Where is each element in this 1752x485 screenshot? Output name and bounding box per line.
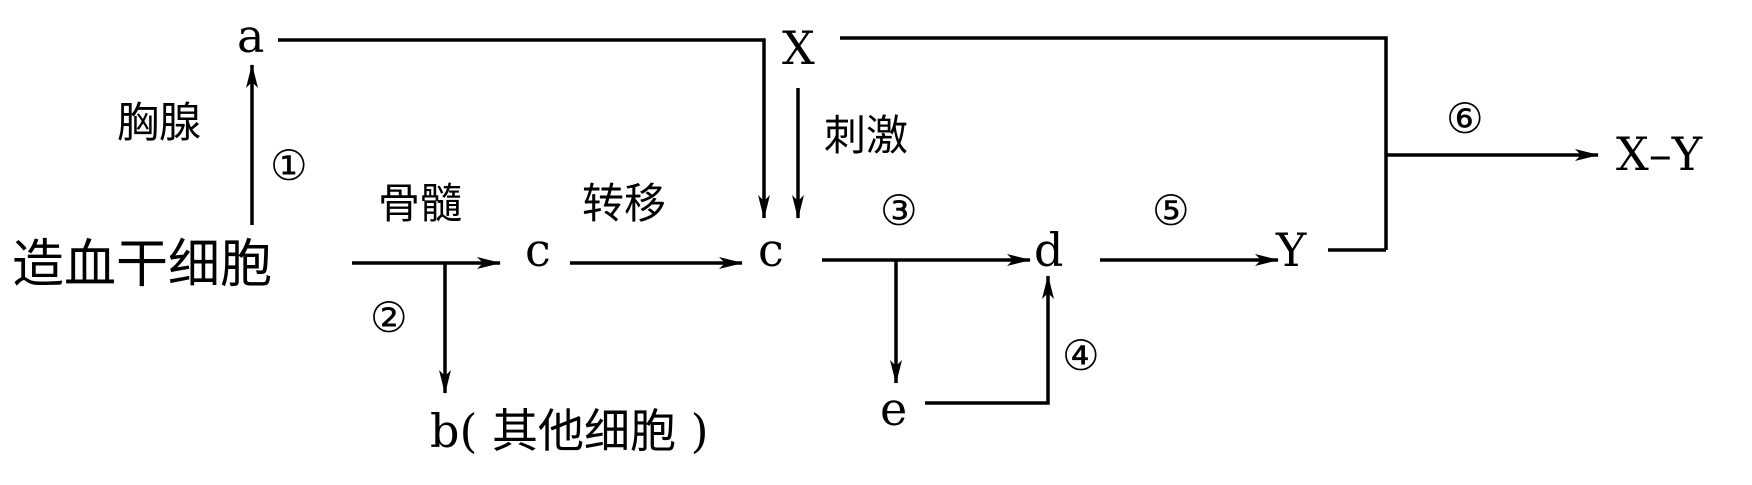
step-marker-3: ③	[880, 186, 918, 235]
node-c2: c	[758, 223, 784, 277]
step-marker-5: ⑤	[1152, 186, 1190, 235]
edge-e-to-d	[925, 275, 1054, 405]
node-stem-cell: 造血干细胞	[12, 235, 272, 295]
step-marker-4: ④	[1062, 331, 1100, 380]
node-b: b( 其他细胞 )	[430, 404, 709, 458]
label-bone-marrow: 骨髓	[378, 179, 462, 228]
edge-x-to-join	[840, 36, 1388, 250]
step-marker-1: ①	[270, 141, 308, 190]
label-thymus: 胸腺	[117, 98, 201, 147]
node-y: Y	[1275, 223, 1307, 277]
step-marker-2: ②	[370, 293, 408, 342]
node-a: a	[237, 9, 264, 63]
step-marker-6: ⑥	[1446, 94, 1484, 143]
node-e: e	[880, 382, 907, 436]
node-xy: X–Y	[1616, 127, 1703, 181]
node-d: d	[1034, 223, 1063, 277]
label-stimulate: 刺激	[824, 111, 908, 160]
edge-a-to-c2	[278, 38, 770, 219]
node-c1: c	[525, 223, 551, 277]
label-transfer: 转移	[582, 179, 666, 228]
node-x: X	[782, 21, 815, 75]
